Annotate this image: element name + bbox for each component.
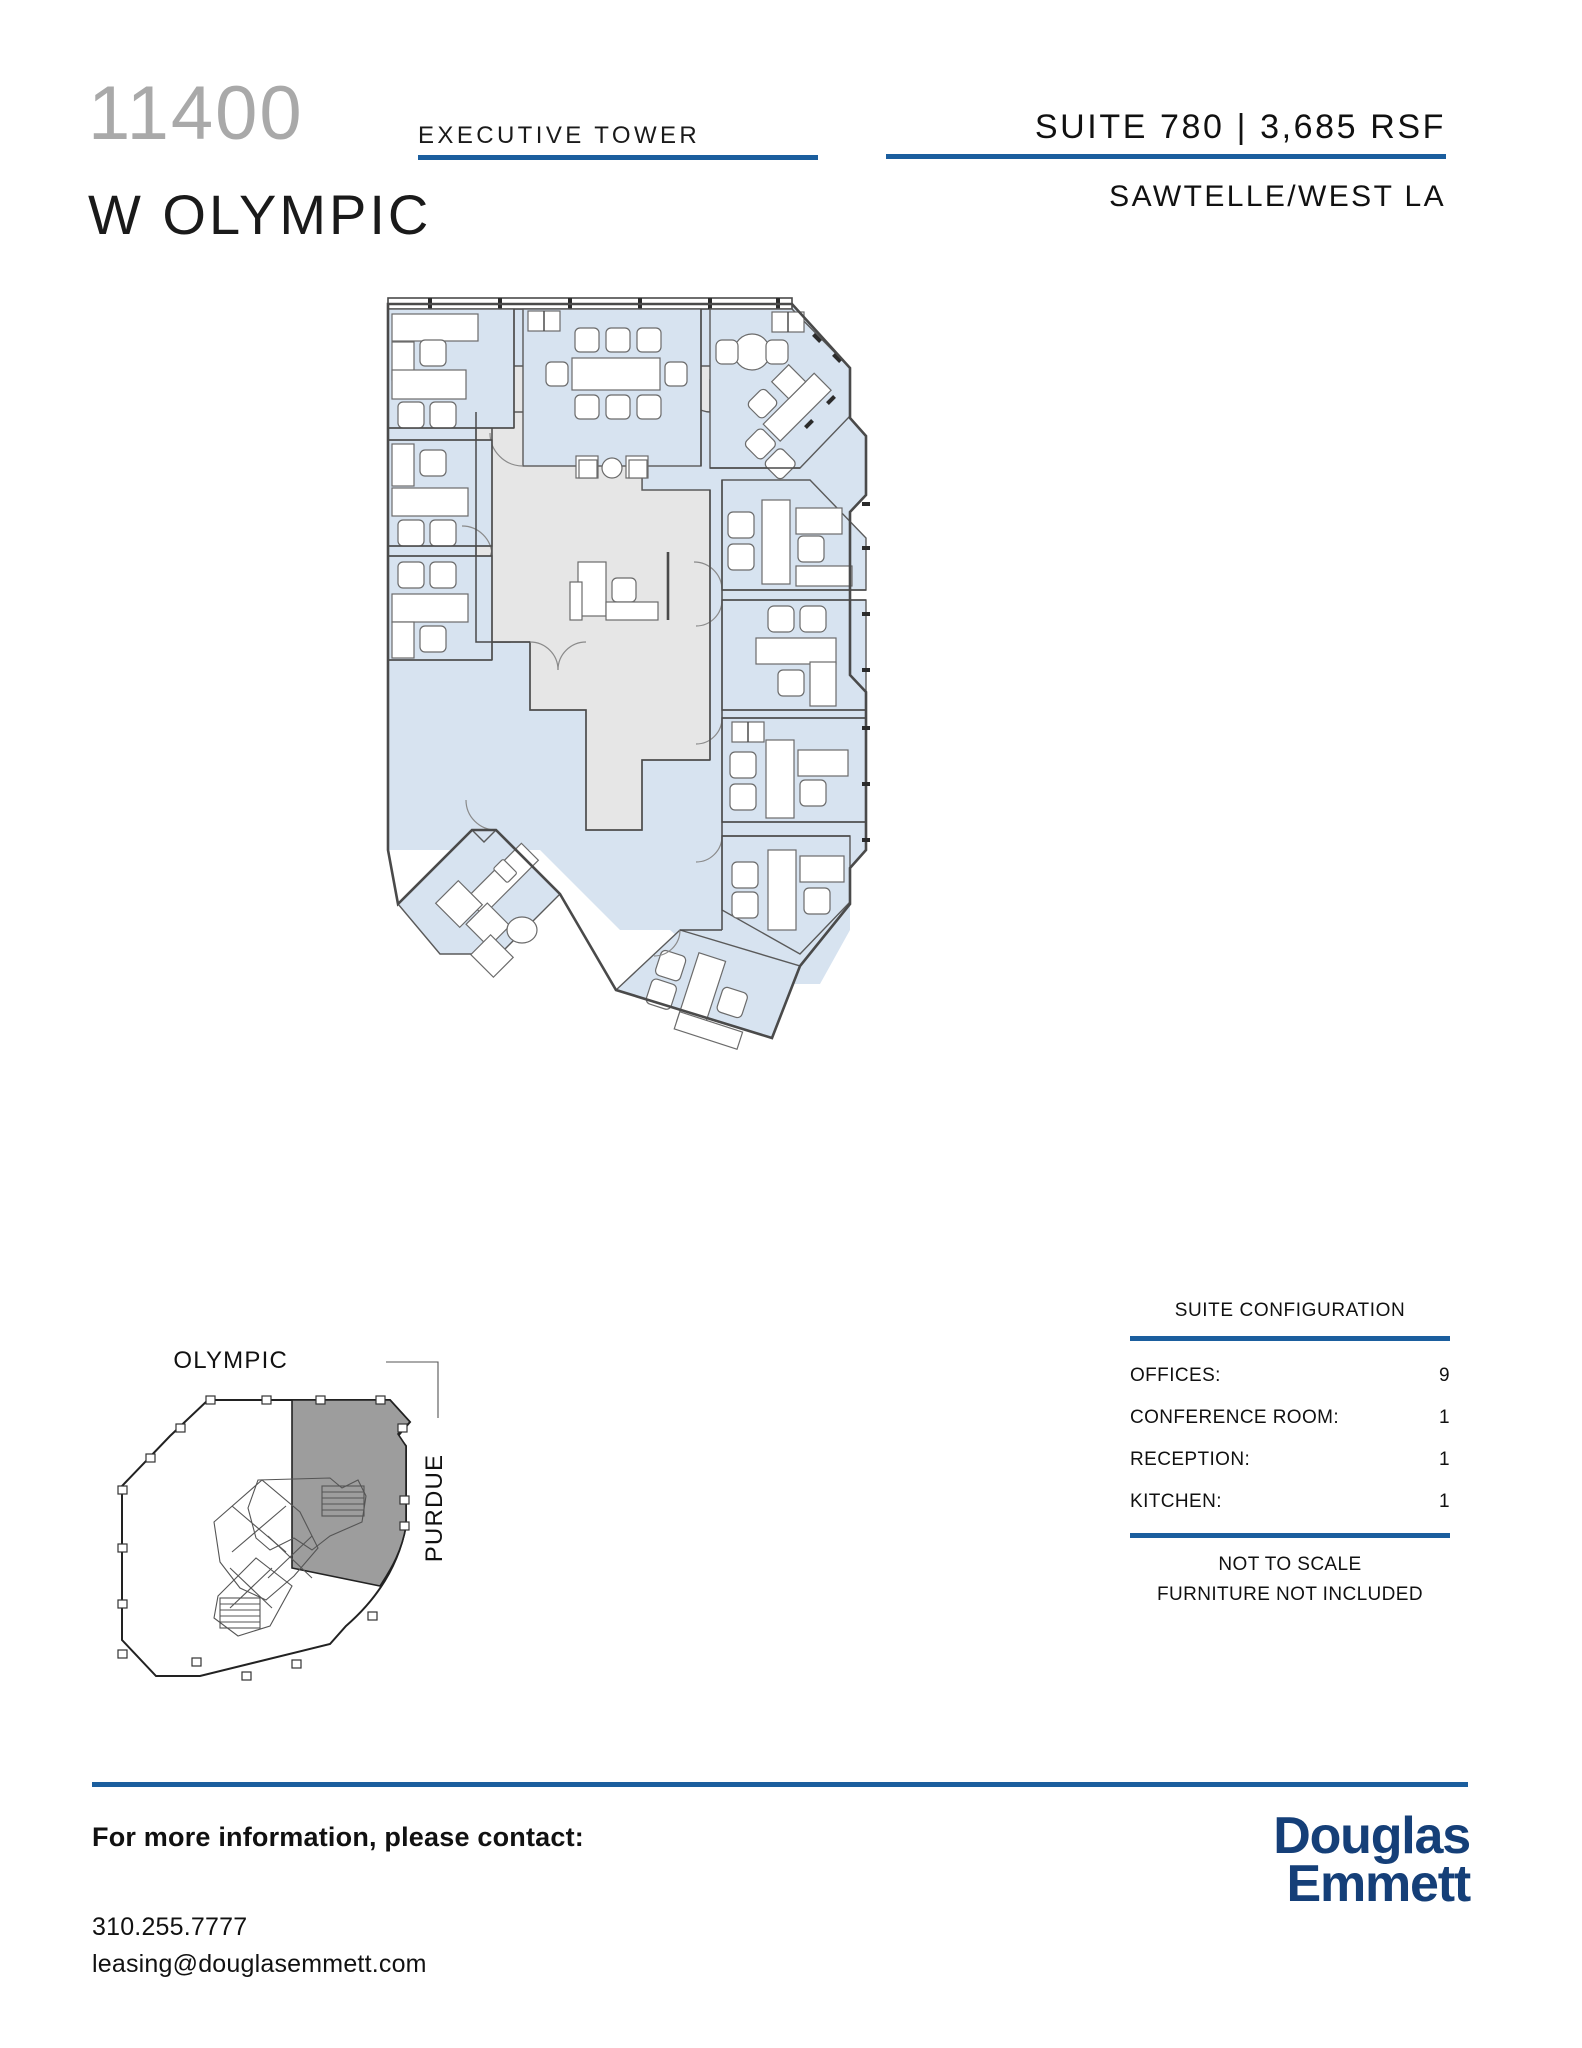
config-label-offices: OFFICES: [1130,1365,1221,1386]
office-east-3 [695,599,867,711]
config-row-kitchen: KITCHEN: 1 [1130,1481,1450,1523]
office-east-4 [695,717,867,823]
document-footer: For more information, please contact: 31… [0,1760,1582,2048]
suite-underline [886,154,1446,159]
building-number: 11400 [88,71,304,156]
config-value-reception: 1 [1439,1449,1450,1470]
kitchen [397,799,561,979]
conference-room [489,308,702,467]
config-row-reception: RECEPTION: 1 [1130,1439,1450,1481]
note-furniture-not-included: FURNITURE NOT INCLUDED [1156,1584,1423,1605]
footer-divider [92,1782,1468,1787]
config-bottom-rule [1130,1533,1450,1538]
office-south-east-angled [614,929,801,1051]
keyplan-core-detail [213,1477,367,1637]
floor-plan: .ofc { fill:#d7e3f0; stroke:#5a5a5a; str… [380,290,1120,1290]
document-header: 11400 W OLYMPIC EXECUTIVE TOWER SUITE 78… [0,0,1582,250]
submarket-label: SAWTELLE/WEST LA [1109,180,1446,213]
office-east-2 [693,479,867,591]
note-not-to-scale: NOT TO SCALE [1218,1554,1362,1575]
tower-name-block: EXECUTIVE TOWER [418,122,818,160]
keyplan-label-olympic: OLYMPIC [173,1347,288,1374]
logo-line-emmett: Emmett [1286,1855,1471,1914]
config-row-offices: OFFICES: 9 [1130,1355,1450,1397]
suite-configuration-title: SUITE CONFIGURATION [1174,1300,1406,1321]
config-value-offices: 9 [1439,1365,1450,1386]
suite-configuration-panel: SUITE CONFIGURATION OFFICES: 9 CONFERENC… [1130,1300,1450,1610]
office-east-5 [695,835,851,955]
config-label-kitchen: KITCHEN: [1130,1491,1222,1512]
floor-plan-drawing: .ofc { fill:#d7e3f0; stroke:#5a5a5a; str… [386,297,870,1051]
config-top-rule [1130,1336,1450,1341]
config-value-kitchen: 1 [1439,1491,1450,1512]
office-west-2 [387,525,493,661]
contact-heading: For more information, please contact: [92,1822,584,1852]
tower-name: EXECUTIVE TOWER [418,122,701,149]
suite-configuration-rows: OFFICES: 9 CONFERENCE ROOM: 1 RECEPTION:… [1130,1341,1450,1533]
suite-number-and-size: SUITE 780 | 3,685 RSF [1034,108,1446,146]
page-title: W OLYMPIC [88,183,432,246]
suite-summary-block: SUITE 780 | 3,685 RSF [886,108,1446,159]
office-north-east-corner [709,308,851,480]
config-row-conference-room: CONFERENCE ROOM: 1 [1130,1397,1450,1439]
keyplan-highlight-suite[interactable] [291,1399,412,1587]
keyplan-label-purdue: PURDUE [421,1454,448,1563]
tower-name-underline [418,155,818,160]
contact-email[interactable]: leasing@douglasemmett.com [92,1950,427,1978]
reception-desk [569,552,670,621]
contact-phone[interactable]: 310.255.7777 [92,1913,248,1941]
key-plan-drawing: .kout { fill:#ffffff; stroke:#222222; st… [117,1347,448,1681]
keyplan-column-marks [117,1395,410,1681]
suite-configuration-notes: NOT TO SCALE FURNITURE NOT INCLUDED [1130,1538,1450,1610]
config-value-conference-room: 1 [1439,1407,1450,1428]
reception-seating [575,455,649,479]
logo-line-douglas: Douglas [1273,1807,1471,1865]
keyplan-leader-olympic [386,1361,439,1418]
config-label-conference-room: CONFERENCE ROOM: [1130,1407,1340,1428]
office-north-west-1 [387,308,515,429]
key-plan: .kout { fill:#ffffff; stroke:#222222; st… [80,1300,500,1700]
config-label-reception: RECEPTION: [1130,1449,1251,1470]
suite-outline [386,302,870,1040]
douglas-emmett-logo: Douglas Emmett [1273,1807,1471,1914]
